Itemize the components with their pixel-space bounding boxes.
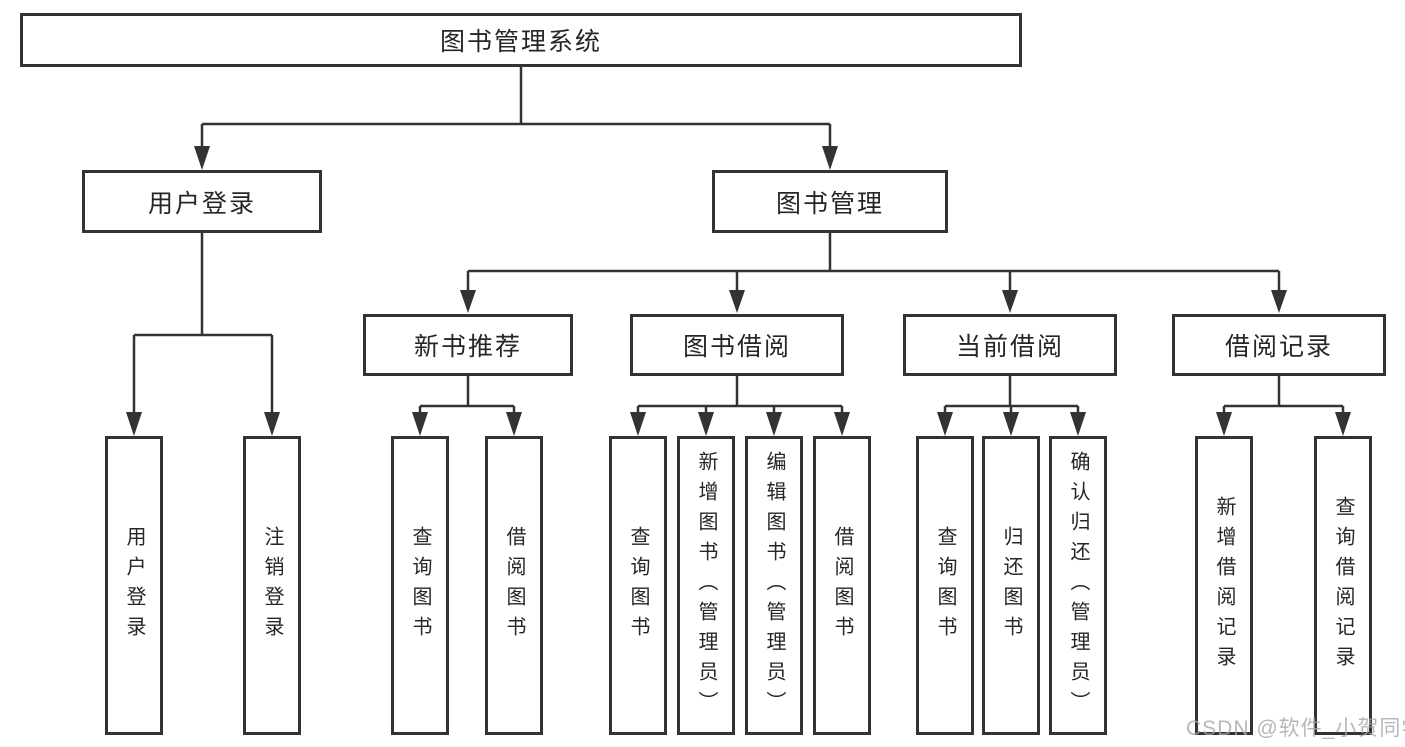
leaf-add-borrow-record: 新增借阅记录: [1195, 436, 1253, 735]
leaf-label: 新增图书（管理员）: [695, 450, 717, 721]
leaf-label: 借阅图书: [831, 525, 853, 646]
leaf-borrow-books-recommend: 借阅图书: [485, 436, 543, 735]
leaf-confirm-return-admin: 确认归还（管理员）: [1049, 436, 1107, 735]
node-library-management-system: 图书管理系统: [20, 13, 1022, 67]
leaf-label: 注销登录: [261, 525, 283, 646]
leaf-edit-books-admin: 编辑图书（管理员）: [745, 436, 803, 735]
leaf-label: 查询图书: [934, 525, 956, 646]
leaf-return-books: 归还图书: [982, 436, 1040, 735]
connector-borrowing: [636, 376, 844, 414]
connector-current: [943, 376, 1080, 414]
leaf-label: 查询图书: [409, 525, 431, 646]
connector-user-login: [132, 233, 274, 414]
leaf-search-books-borrowing: 查询图书: [609, 436, 667, 735]
connector-records: [1222, 376, 1345, 414]
leaf-search-books-recommend: 查询图书: [391, 436, 449, 735]
node-user-login: 用户登录: [82, 170, 322, 233]
leaf-label: 用户登录: [123, 525, 145, 646]
leaf-label: 查询借阅记录: [1332, 495, 1354, 676]
csdn-watermark: CSDN @软件_小贺同学: [1186, 717, 1405, 740]
leaf-label: 新增借阅记录: [1213, 495, 1235, 676]
leaf-logout: 注销登录: [243, 436, 301, 735]
node-book-borrowing: 图书借阅: [630, 314, 844, 376]
leaf-label: 编辑图书（管理员）: [763, 450, 785, 721]
leaf-search-books-current: 查询图书: [916, 436, 974, 735]
leaf-label: 确认归还（管理员）: [1067, 450, 1089, 721]
node-current-borrowing: 当前借阅: [903, 314, 1117, 376]
arrowheads: [126, 146, 1351, 436]
connector-root: [200, 67, 832, 148]
connector-new-book: [418, 376, 516, 414]
node-book-management: 图书管理: [712, 170, 948, 233]
leaf-borrow-books-borrowing: 借阅图书: [813, 436, 871, 735]
leaf-user-login: 用户登录: [105, 436, 163, 735]
node-borrowing-records: 借阅记录: [1172, 314, 1386, 376]
leaf-label: 归还图书: [1000, 525, 1022, 646]
connector-book-management: [466, 233, 1281, 292]
leaf-label: 查询图书: [627, 525, 649, 646]
node-new-book-recommendation: 新书推荐: [363, 314, 573, 376]
leaf-search-borrow-record: 查询借阅记录: [1314, 436, 1372, 735]
leaf-add-books-admin: 新增图书（管理员）: [677, 436, 735, 735]
leaf-label: 借阅图书: [503, 525, 525, 646]
